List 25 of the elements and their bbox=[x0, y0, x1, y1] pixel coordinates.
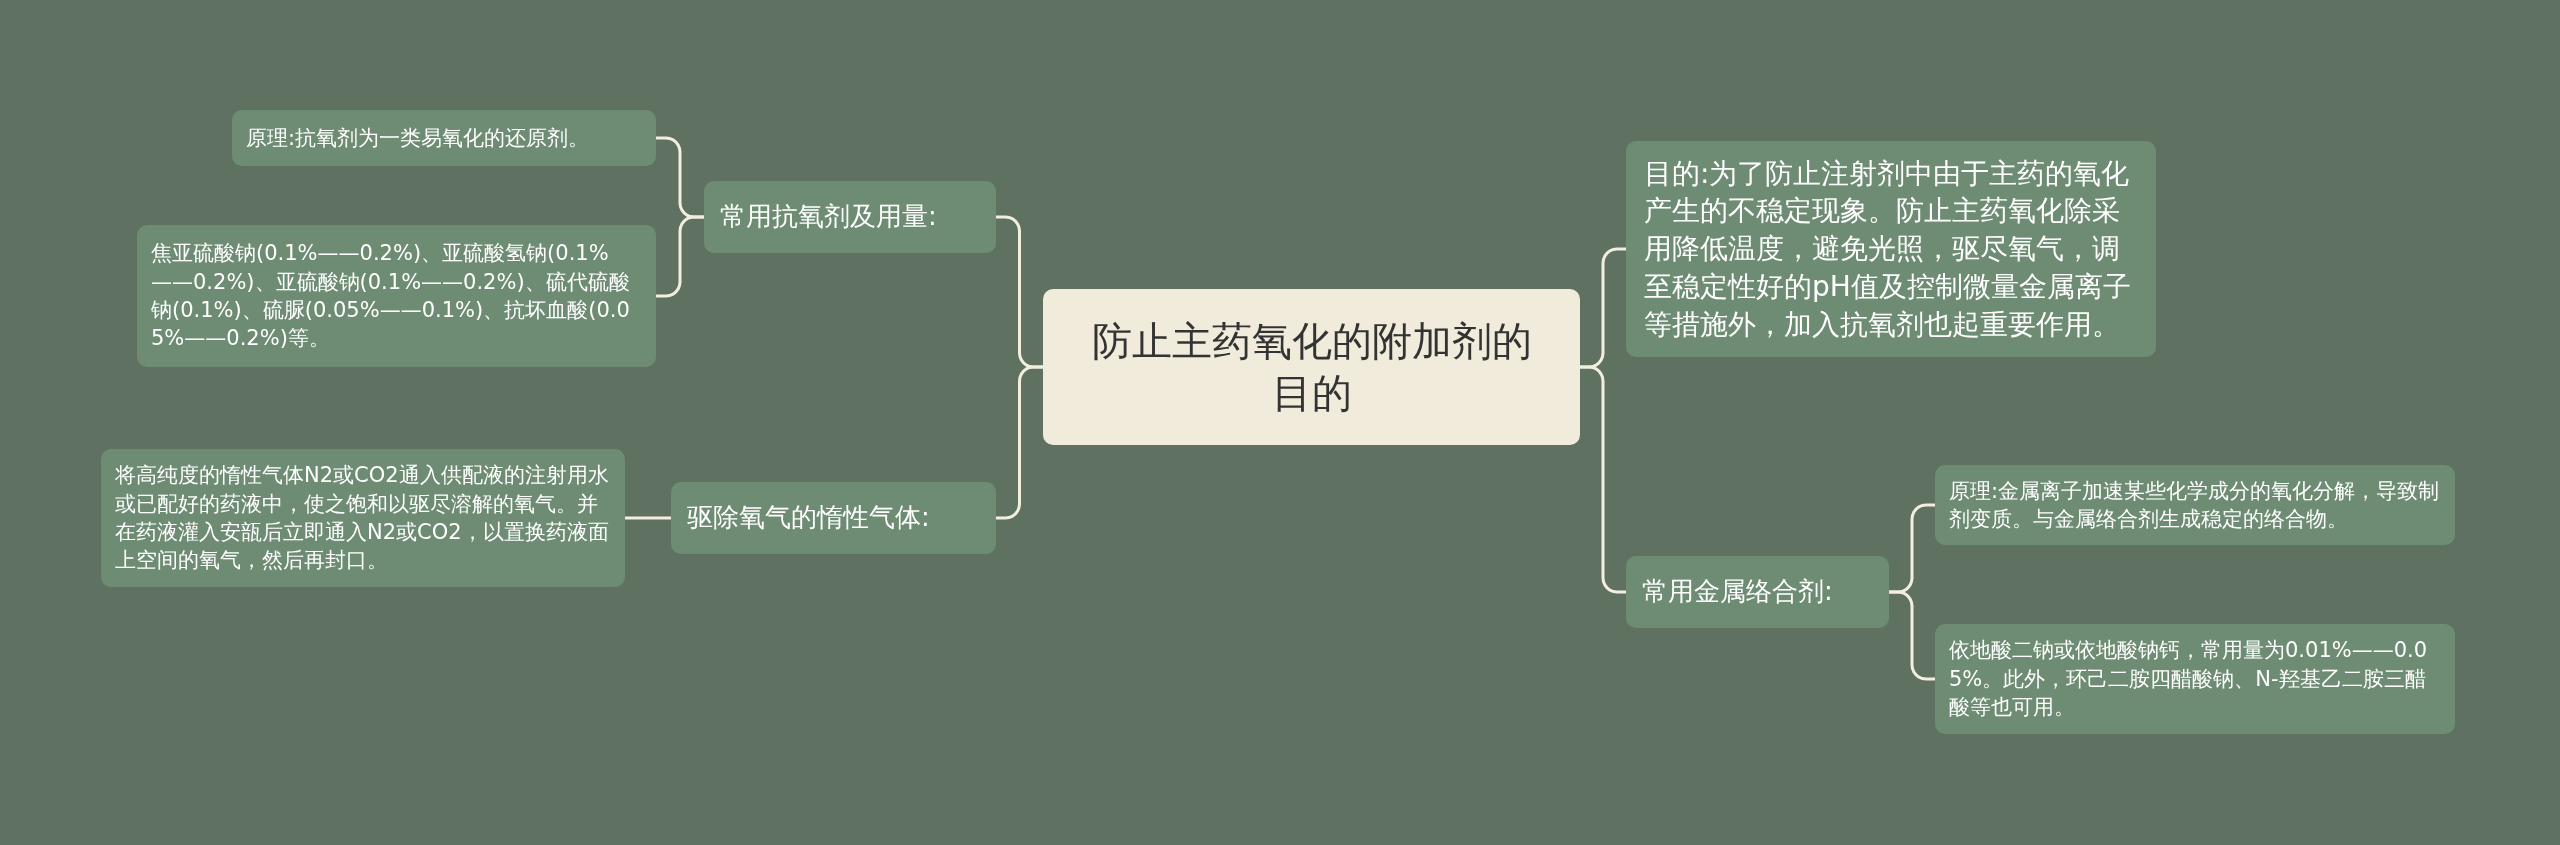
topic-text: 原理:抗氧剂为一类易氧化的还原剂。 bbox=[246, 124, 591, 152]
subtopic-box bbox=[1935, 464, 2455, 546]
connector-line bbox=[1889, 590, 1935, 681]
subtopic-box bbox=[137, 225, 656, 367]
connector-line bbox=[1580, 365, 1626, 594]
connector-line bbox=[656, 215, 704, 298]
topic-text: 目的:为了防止注射剂中由于主药的氧化产生的不稳定现象。防止主药氧化除采用降低温度，避免光照，驱尽氧气，调至稳定性好的pH值及控制微量金属离子等措施外，加入抗氧剂也起重要作用。 bbox=[1644, 155, 2132, 343]
topic-text: 常用金属络合剂: bbox=[1642, 575, 1834, 609]
topic-box bbox=[671, 482, 996, 554]
topic-box bbox=[1626, 140, 2156, 358]
topic-box bbox=[1626, 556, 1889, 628]
topic-text: 将高纯度的惰性气体N2或CO2通入供配液的注射用水或已配好的药液中，使之饱和以驱尽溶解的氧气。并在药液灌入安瓿后立即通入N2或CO2，以置换药液面上空间的氧气，然后再封口。 bbox=[115, 462, 610, 575]
central-topic-box bbox=[1043, 289, 1580, 445]
connector-line bbox=[625, 516, 671, 520]
topic-text: 驱除氧气的惰性气体: bbox=[687, 501, 931, 535]
subtopic-box bbox=[1935, 624, 2455, 734]
central-topic-text: 防止主药氧化的附加剂的目的 bbox=[1091, 317, 1532, 418]
topic-box bbox=[704, 181, 996, 253]
subtopic-box bbox=[232, 109, 656, 167]
topic-text: 依地酸二钠或依地酸钠钙，常用量为0.01%——0.05%。此外，环己二胺四醋酸钠、N-羟基乙二胺三醋酸等也可用。 bbox=[1949, 637, 2429, 722]
connector-line bbox=[996, 365, 1043, 520]
topic-text: 焦亚硫酸钠(0.1%——0.2%)、亚硫酸氢钠(0.1%——0.2%)、亚硫酸钠(0.1%——0.2%)、硫代硫酸钠(0.1%)、硫脲(0.05%——0.1%)、抗坏血酸(0.05%——0.2%)等。 bbox=[151, 240, 631, 353]
topic-text: 常用抗氧剂及用量: bbox=[720, 200, 938, 234]
subtopic-box bbox=[101, 449, 625, 587]
topic-text: 原理:金属离子加速某些化学成分的氧化分解，导致制剂变质。与金属络合剂生成稳定的络合物。 bbox=[1949, 477, 2441, 533]
